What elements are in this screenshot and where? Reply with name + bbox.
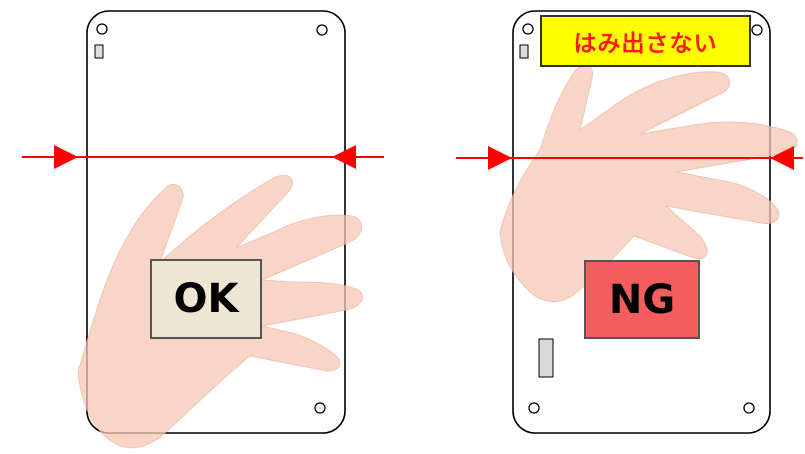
- screw-hole-top-right-ng: [751, 24, 763, 36]
- ng-label: NG: [584, 260, 700, 339]
- connector-slot-ok: [94, 44, 104, 59]
- screw-hole-bottom-right-ok: [314, 402, 326, 414]
- warning-callout: はみ出さない: [540, 15, 751, 67]
- device-panel-ok: [22, 10, 384, 449]
- ok-label: OK: [150, 259, 262, 339]
- screw-hole-bottom-right-ng: [743, 402, 755, 414]
- side-component-ng: [538, 338, 554, 378]
- screw-hole-top-left-ok: [96, 23, 108, 35]
- screw-hole-bottom-left-ng: [528, 402, 540, 414]
- device-panel-ng: [456, 10, 803, 434]
- connector-slot-ng: [519, 44, 529, 59]
- screw-hole-top-right-ok: [316, 24, 328, 36]
- screw-hole-top-left-ng: [522, 23, 534, 35]
